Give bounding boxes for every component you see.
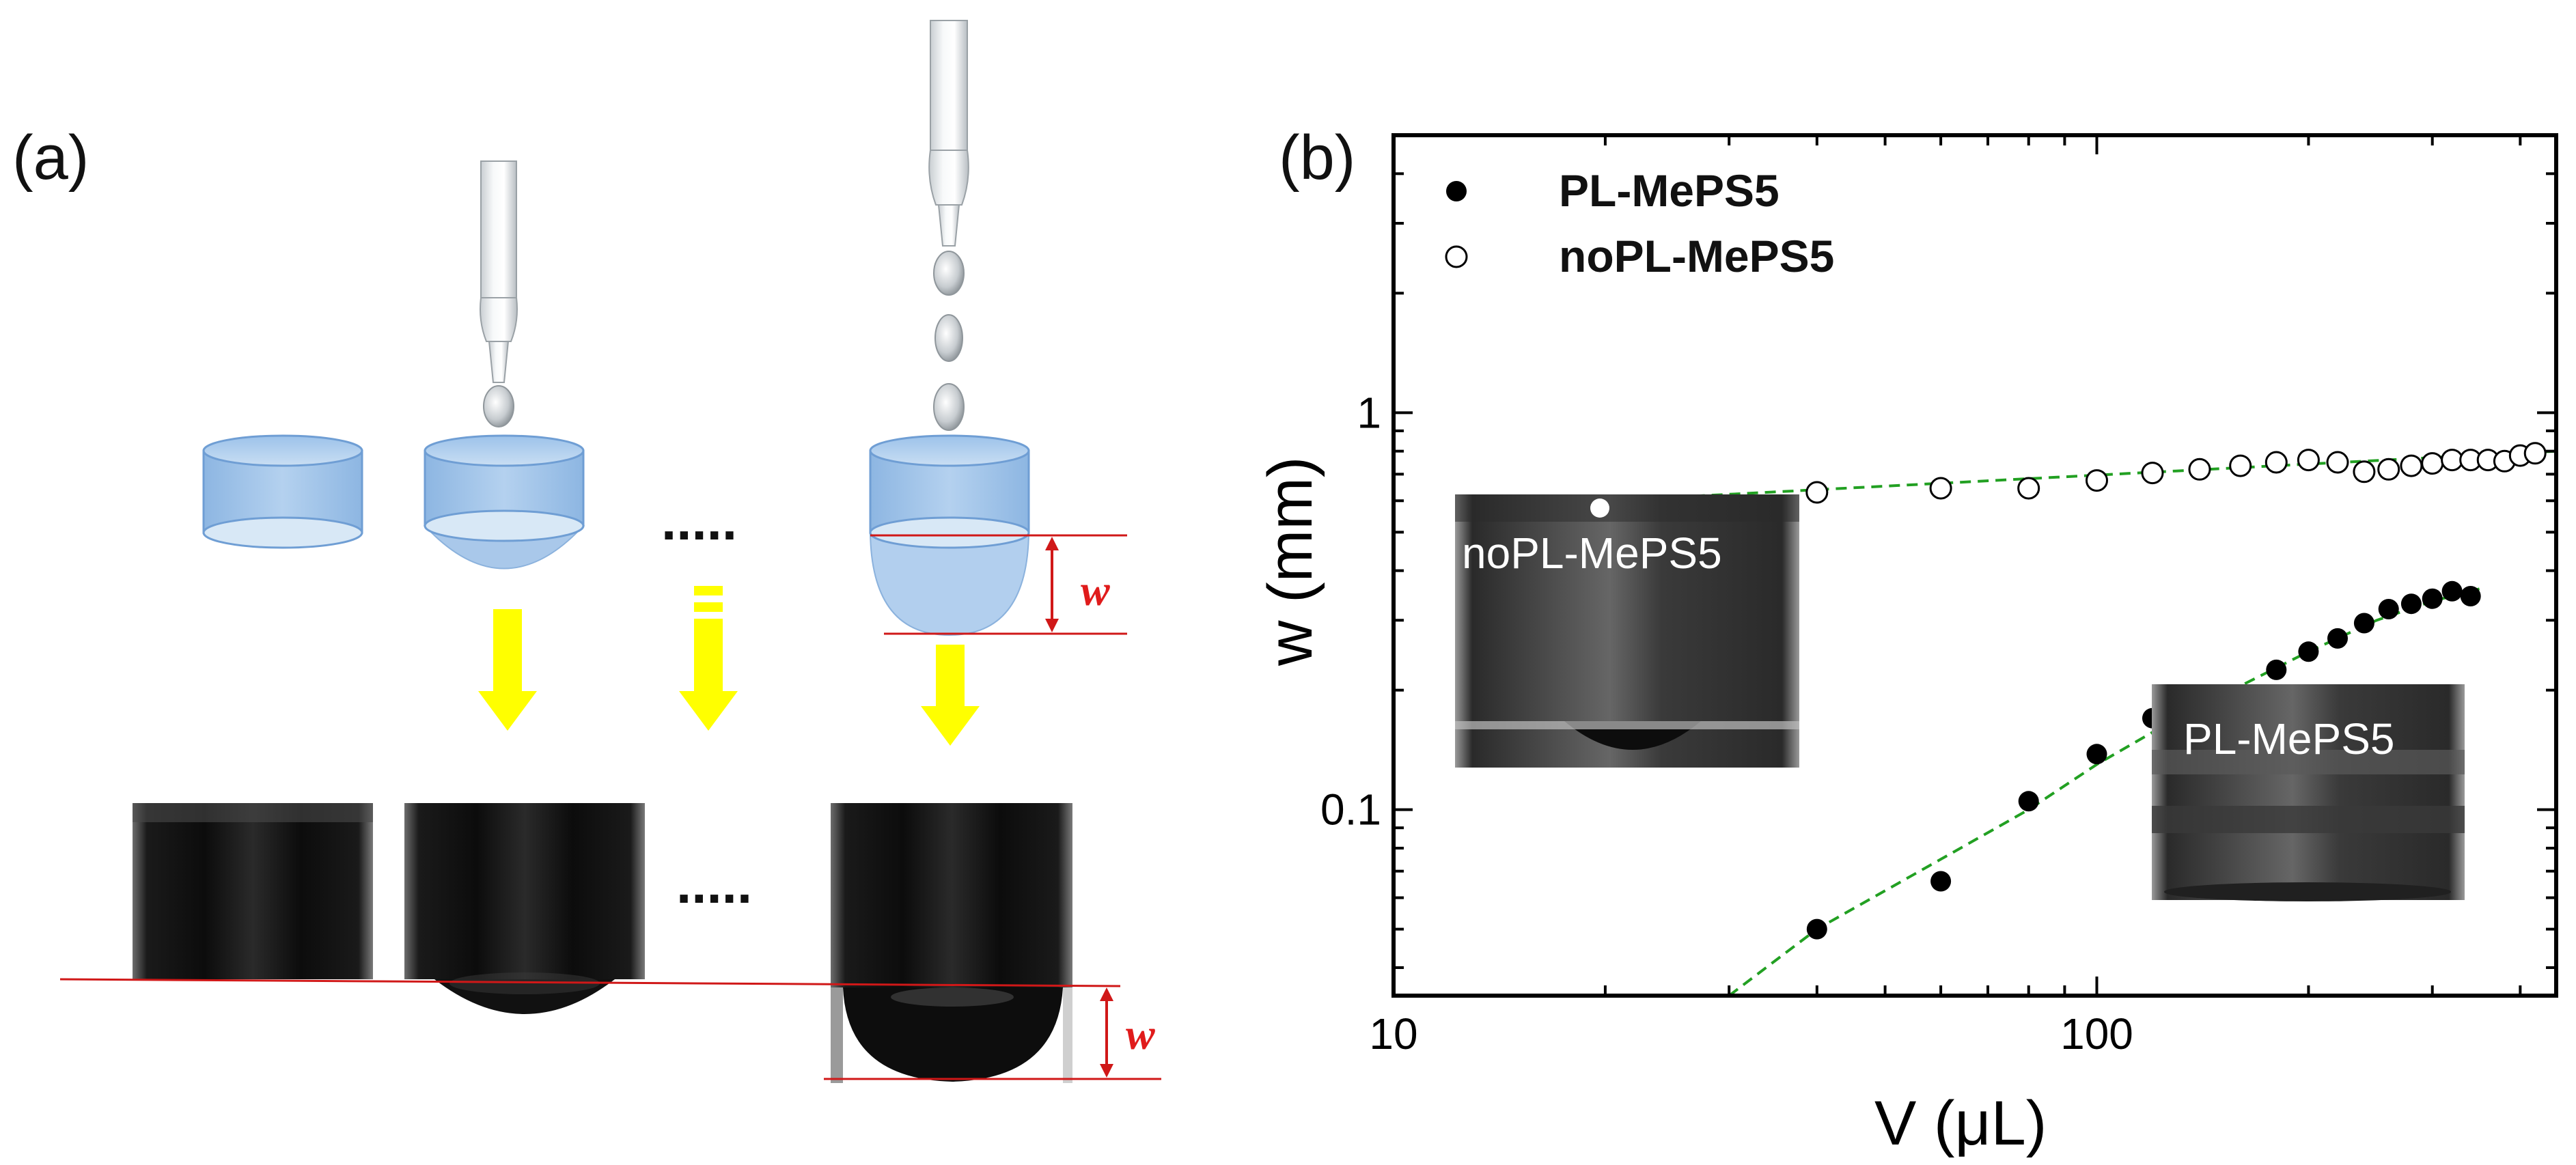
data-point-pl <box>2353 613 2374 634</box>
w-label-top: w <box>1081 566 1110 615</box>
arrow-icon <box>921 645 980 746</box>
cylinder-large-drop: w <box>869 434 1127 636</box>
y-tick-label: 0.1 <box>1320 785 1381 834</box>
data-point-nopl <box>2086 469 2108 492</box>
panel-b-label: (b) <box>1279 123 1355 193</box>
data-point-nopl <box>2297 449 2320 472</box>
y-tick-label: 1 <box>1357 388 1381 437</box>
w-label-bottom: w <box>1126 1010 1155 1058</box>
data-point-pl <box>1930 871 1952 892</box>
data-point-nopl <box>2421 452 2444 475</box>
legend-label-nopl: noPL-MePS5 <box>1559 231 1834 281</box>
data-point-nopl <box>1929 477 1952 500</box>
cylinder-with-drop <box>423 434 585 570</box>
data-point-nopl <box>2188 458 2211 481</box>
photo-sample-1 <box>133 803 373 979</box>
x-axis-title: V (μL) <box>1874 1089 2047 1158</box>
y-axis-title: w (mm) <box>1256 456 1325 666</box>
baseline <box>59 978 1121 987</box>
data-point-nopl <box>2353 460 2376 483</box>
data-point-nopl <box>1805 481 1829 504</box>
data-point-pl <box>2266 659 2287 680</box>
data-point-pl <box>2086 744 2107 765</box>
x-tick-label: 10 <box>1369 1009 1417 1058</box>
data-point-pl <box>2298 641 2319 662</box>
data-point-nopl <box>2400 454 2423 477</box>
legend-marker-nopl <box>1445 245 1468 268</box>
ellipsis-bottom: ..... <box>676 854 752 914</box>
data-point-nopl <box>2326 451 2349 474</box>
data-point-nopl <box>2523 442 2547 465</box>
data-point-nopl <box>2017 477 2040 500</box>
inset-pl-label: PL-MePS5 <box>2183 714 2394 763</box>
panel-a-label: (a) <box>12 123 89 193</box>
arrow-icon <box>478 609 537 731</box>
data-point-nopl <box>2265 451 2288 474</box>
dashed-arrow-icon <box>679 586 738 731</box>
data-point-pl <box>2400 593 2422 615</box>
inset-pl: PL-MePS5 <box>2152 684 2465 901</box>
data-point-pl <box>2441 580 2463 602</box>
data-point-nopl <box>2229 454 2252 477</box>
photo-sample-3 <box>831 803 1072 1083</box>
axis-ticks: 10 100 0.1 1 <box>1320 134 2556 1058</box>
data-point-nopl <box>2141 462 2164 485</box>
photo-sample-2 <box>404 803 645 1014</box>
inset-nopl: noPL-MePS5 <box>1455 494 1799 768</box>
data-point-pl <box>2422 588 2443 609</box>
plot-frame <box>1391 133 2558 998</box>
data-point-nopl <box>2377 458 2400 481</box>
panel-b: (b) PL-MePS5 noPL-MePS5 noPL-MePS5 PL-Me… <box>1256 123 2558 1158</box>
panel-a: (a) ..... <box>12 20 1161 1083</box>
data-point-pl <box>2378 599 2399 619</box>
inset-nopl-label: noPL-MePS5 <box>1462 529 1722 578</box>
legend: PL-MePS5 noPL-MePS5 <box>1445 165 1834 281</box>
data-point-nopl <box>2441 449 2464 472</box>
data-point-pl <box>2327 628 2348 649</box>
ellipsis-top: ..... <box>661 490 737 551</box>
data-point-pl <box>2460 586 2481 606</box>
pipette-icon <box>480 160 518 427</box>
data-point-pl <box>2018 791 2039 812</box>
cylinder-empty <box>202 434 363 549</box>
legend-marker-pl <box>1446 181 1467 201</box>
pipette-icon <box>928 20 969 431</box>
x-tick-label: 100 <box>2060 1009 2133 1058</box>
data-point-pl <box>1806 918 1827 940</box>
legend-label-pl: PL-MePS5 <box>1559 165 1779 216</box>
